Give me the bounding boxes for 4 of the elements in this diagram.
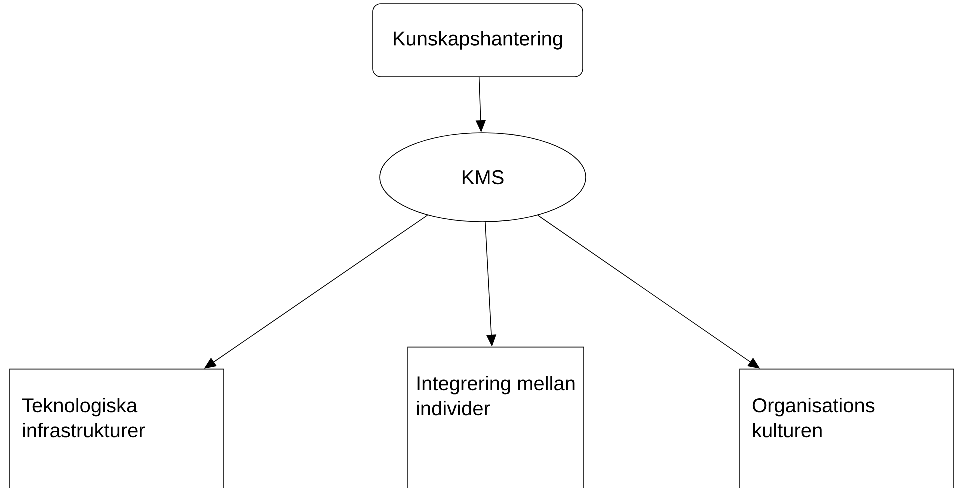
topic-box: Integrering mellan individer (408, 346, 584, 488)
title-box: Kunskapshantering (372, 4, 584, 78)
topic-box: Teknologiska infrastrukturer (10, 368, 224, 488)
topic-box: Organisations kulturen (740, 368, 954, 488)
